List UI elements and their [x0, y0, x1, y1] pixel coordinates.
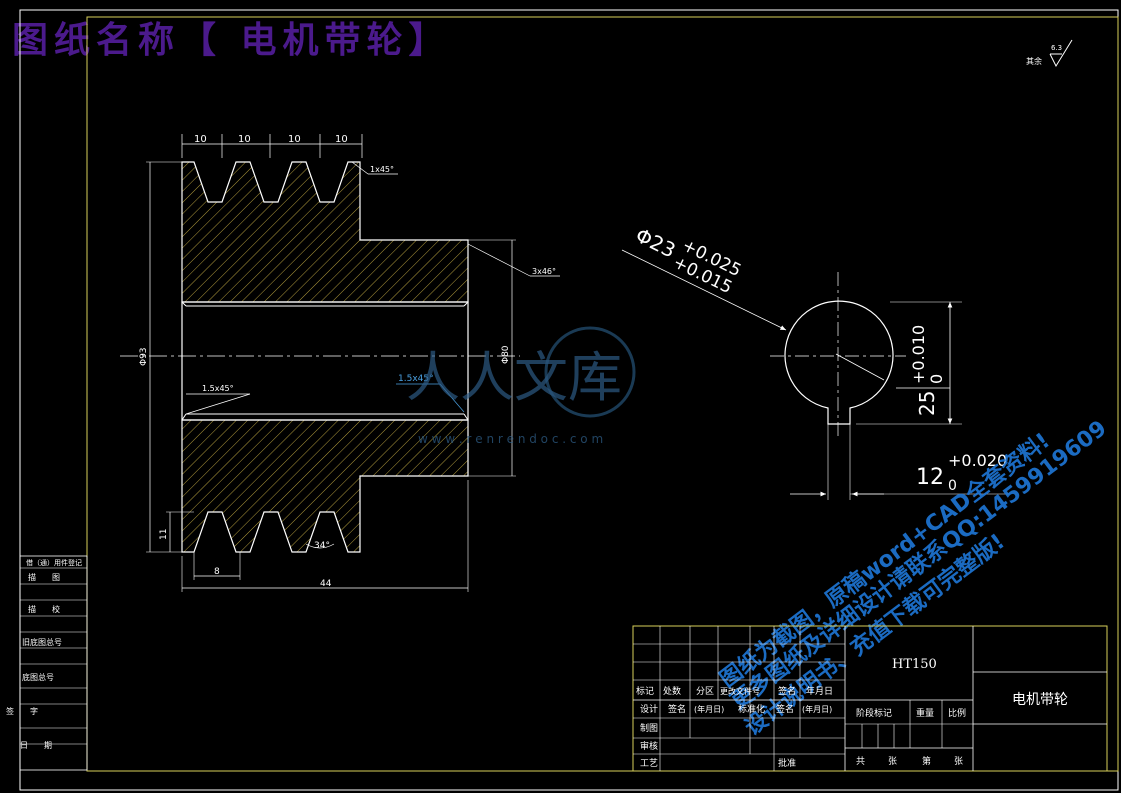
tb-header-2: 分区	[696, 686, 714, 697]
tb-stage-0: 阶段标记	[856, 707, 892, 719]
dim-pitch-4: 10	[335, 134, 348, 145]
tb-row2-2: (年月日)	[694, 704, 724, 714]
title-block: HT150 电机带轮 标记 处数 分区 更改文件号 签名 年月日 设计 签名 (…	[632, 625, 1108, 772]
tb-footer-2: 第	[922, 755, 931, 767]
side-row-0: 借（通）用件登记	[26, 558, 82, 567]
watermark: 人人文库 w w w . r e n r e n d o c . c o m 图…	[406, 326, 1112, 741]
side-row-4: 底图总号	[22, 672, 54, 682]
side-row-6: 日 期	[20, 741, 52, 750]
title-material: HT150	[892, 657, 937, 672]
tb-row2-1: 签名	[668, 703, 686, 715]
dim-key-width-tol-upper: +0.020	[948, 451, 1007, 470]
tb-row4-0: 审核	[640, 740, 658, 752]
dim-pitch-3: 10	[288, 134, 301, 145]
watermark-url: w w w . r e n r e n d o c . c o m	[418, 432, 603, 446]
roughness-value: 6.3	[1051, 44, 1062, 52]
tb-header-5: 年月日	[806, 685, 833, 697]
tb-header-4: 签名	[778, 685, 796, 697]
roughness-label: 其余	[1026, 56, 1042, 66]
side-row-3: 旧底图总号	[22, 637, 62, 647]
tb-footer-1: 张	[888, 756, 897, 767]
tb-row2-5: (年月日)	[802, 704, 832, 714]
bore-outline	[181, 301, 469, 421]
dim-bore-diameter: Φ23	[632, 223, 680, 263]
pulley-lower-body	[181, 419, 469, 553]
dim-groove-depth: 11	[159, 529, 169, 540]
dim-key-width: 12	[916, 465, 944, 490]
dim-pitch-1: 10	[194, 134, 207, 145]
tb-row3-0: 制图	[640, 722, 658, 734]
tb-row2-0: 设计	[640, 703, 658, 715]
inner-frame	[86, 16, 1119, 772]
watermark-logo-icon	[544, 326, 636, 418]
bore-keyway-outline	[784, 300, 894, 425]
pulley-upper-body	[181, 161, 469, 303]
tb-header-0: 标记	[636, 685, 654, 697]
side-registration-table: 借（通）用件登记 描 图 描 校 旧底图总号 底图总号 签 字 日 期	[6, 555, 88, 771]
watermark-line-1: 图纸为截图，原稿word+CAD全套资料!	[715, 428, 1055, 693]
side-row-2: 描 校	[28, 604, 60, 614]
dim-outer-diameter: Φ93	[139, 347, 149, 366]
tb-stage-2: 比例	[948, 707, 966, 719]
dim-overall-width: 44	[320, 579, 332, 589]
tb-row5-1: 批准	[778, 757, 796, 769]
dim-chamfer-top: 1x45°	[370, 165, 394, 174]
tb-row5-0: 工艺	[640, 758, 658, 769]
dim-key-width-tol-lower: 0	[948, 478, 957, 494]
dim-groove-width: 8	[214, 567, 220, 577]
drawing-title-banner: 图纸名称【 电机带轮】	[12, 19, 451, 61]
dim-groove-angle: 34°	[314, 541, 330, 551]
dim-key-depth-tol-lower: 0	[927, 374, 946, 384]
roughness-symbol: 其余 6.3	[1026, 39, 1073, 68]
dim-key-depth-tol-upper: +0.010	[909, 325, 928, 384]
tb-header-1: 处数	[663, 685, 681, 697]
tb-row2-3: 标准化	[738, 703, 765, 715]
dim-chamfer-hub: 3x46°	[532, 267, 556, 276]
dim-key-depth: 25	[915, 391, 939, 416]
bore-section-view: Φ23 +0.025 +0.015 25 +0.010 0 12 +0.020 …	[621, 223, 1010, 500]
title-part-name: 电机带轮	[1012, 692, 1068, 708]
dim-bore-chamfer-left: 1.5x45°	[202, 384, 234, 393]
watermark-brand: 人人文库	[406, 346, 622, 409]
dim-bore-chamfer-right: 1.5x45°	[398, 374, 434, 384]
tb-row2-4: 签名	[776, 703, 794, 715]
tb-header-3: 更改文件号	[720, 686, 760, 696]
tb-footer-0: 共	[856, 756, 865, 767]
dim-pitch-2: 10	[238, 134, 251, 145]
dim-hub-diameter: Φ80	[501, 345, 511, 364]
side-row-5: 签 字	[6, 706, 38, 716]
side-row-1: 描 图	[28, 572, 60, 582]
pulley-section-view: 10 10 10 10 1x45° 3x46° Φ93 Φ80 1.5x45° …	[120, 134, 560, 592]
tb-footer-3: 张	[954, 756, 963, 767]
tb-stage-1: 重量	[916, 707, 934, 719]
